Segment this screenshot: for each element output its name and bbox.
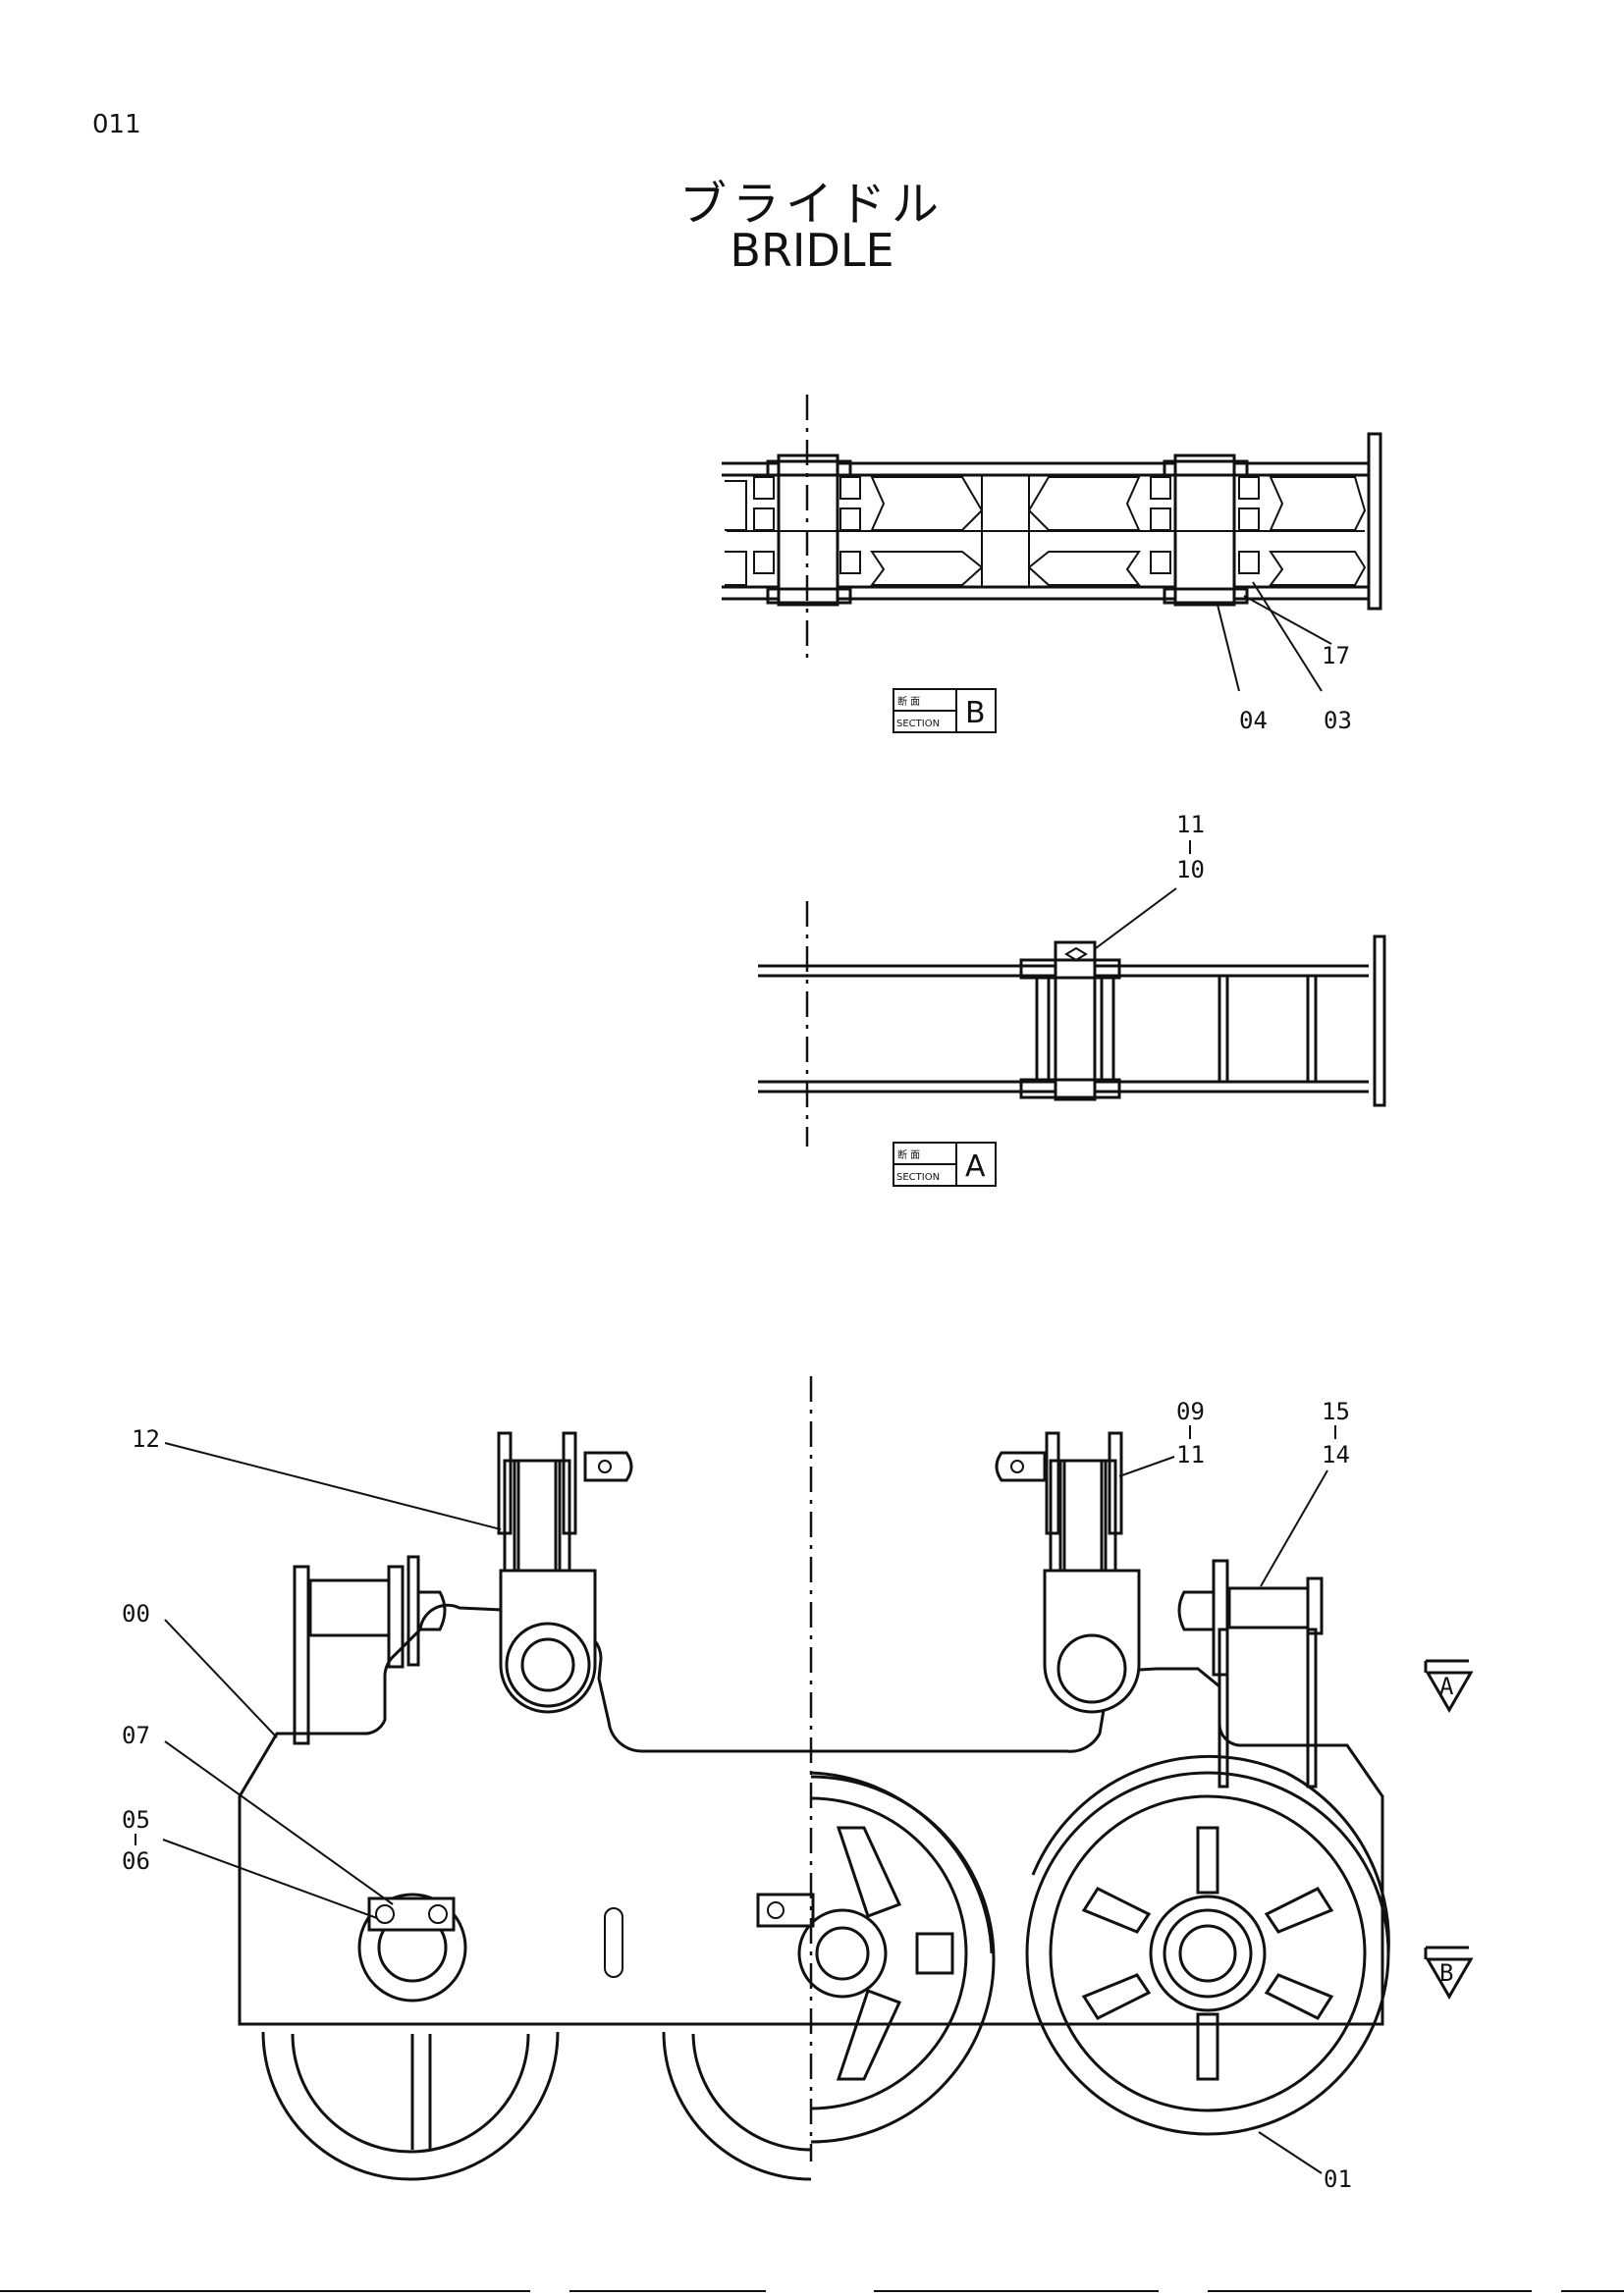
callout-11-mid: 11	[1176, 1441, 1205, 1468]
view-marker-b-label: B	[1439, 1959, 1453, 1987]
bridle-front-view	[238, 1376, 1390, 2181]
callout-09: 09	[1176, 1398, 1205, 1425]
callouts: 17 04 03 11 10 12 09 11 15 14 00 07 05 0…	[122, 642, 1352, 2193]
callout-01: 01	[1324, 2165, 1352, 2193]
callout-15: 15	[1322, 1398, 1350, 1425]
callout-07: 07	[122, 1722, 150, 1749]
section-b-ja: 断 面	[897, 695, 920, 708]
section-a-ja: 断 面	[897, 1148, 920, 1161]
section-a-label: 断 面 SECTION A	[893, 1142, 997, 1187]
title-english: BRIDLE	[730, 224, 894, 277]
section-a-letter: A	[965, 1149, 986, 1184]
callout-05: 05	[122, 1806, 150, 1834]
title-japanese: ブライドル	[678, 177, 945, 232]
callout-11-top: 11	[1176, 811, 1205, 838]
view-marker-b: B	[1424, 1946, 1474, 2000]
view-marker-a: A	[1424, 1659, 1474, 1713]
section-b-en: SECTION	[896, 719, 940, 729]
section-a-view	[758, 887, 1386, 1147]
callout-00: 00	[122, 1600, 150, 1628]
callout-12: 12	[132, 1425, 160, 1453]
section-b-letter: B	[965, 696, 986, 730]
callout-04: 04	[1239, 707, 1268, 734]
callout-06: 06	[122, 1847, 150, 1875]
section-b-view	[722, 395, 1382, 692]
callout-14: 14	[1322, 1441, 1350, 1468]
callout-17: 17	[1322, 642, 1350, 669]
callout-03: 03	[1324, 707, 1352, 734]
section-b-label: 断 面 SECTION B	[893, 688, 997, 733]
page-number: 011	[92, 110, 141, 139]
section-a-en: SECTION	[896, 1172, 940, 1183]
callout-10: 10	[1176, 856, 1205, 883]
view-marker-a-label: A	[1439, 1673, 1454, 1700]
